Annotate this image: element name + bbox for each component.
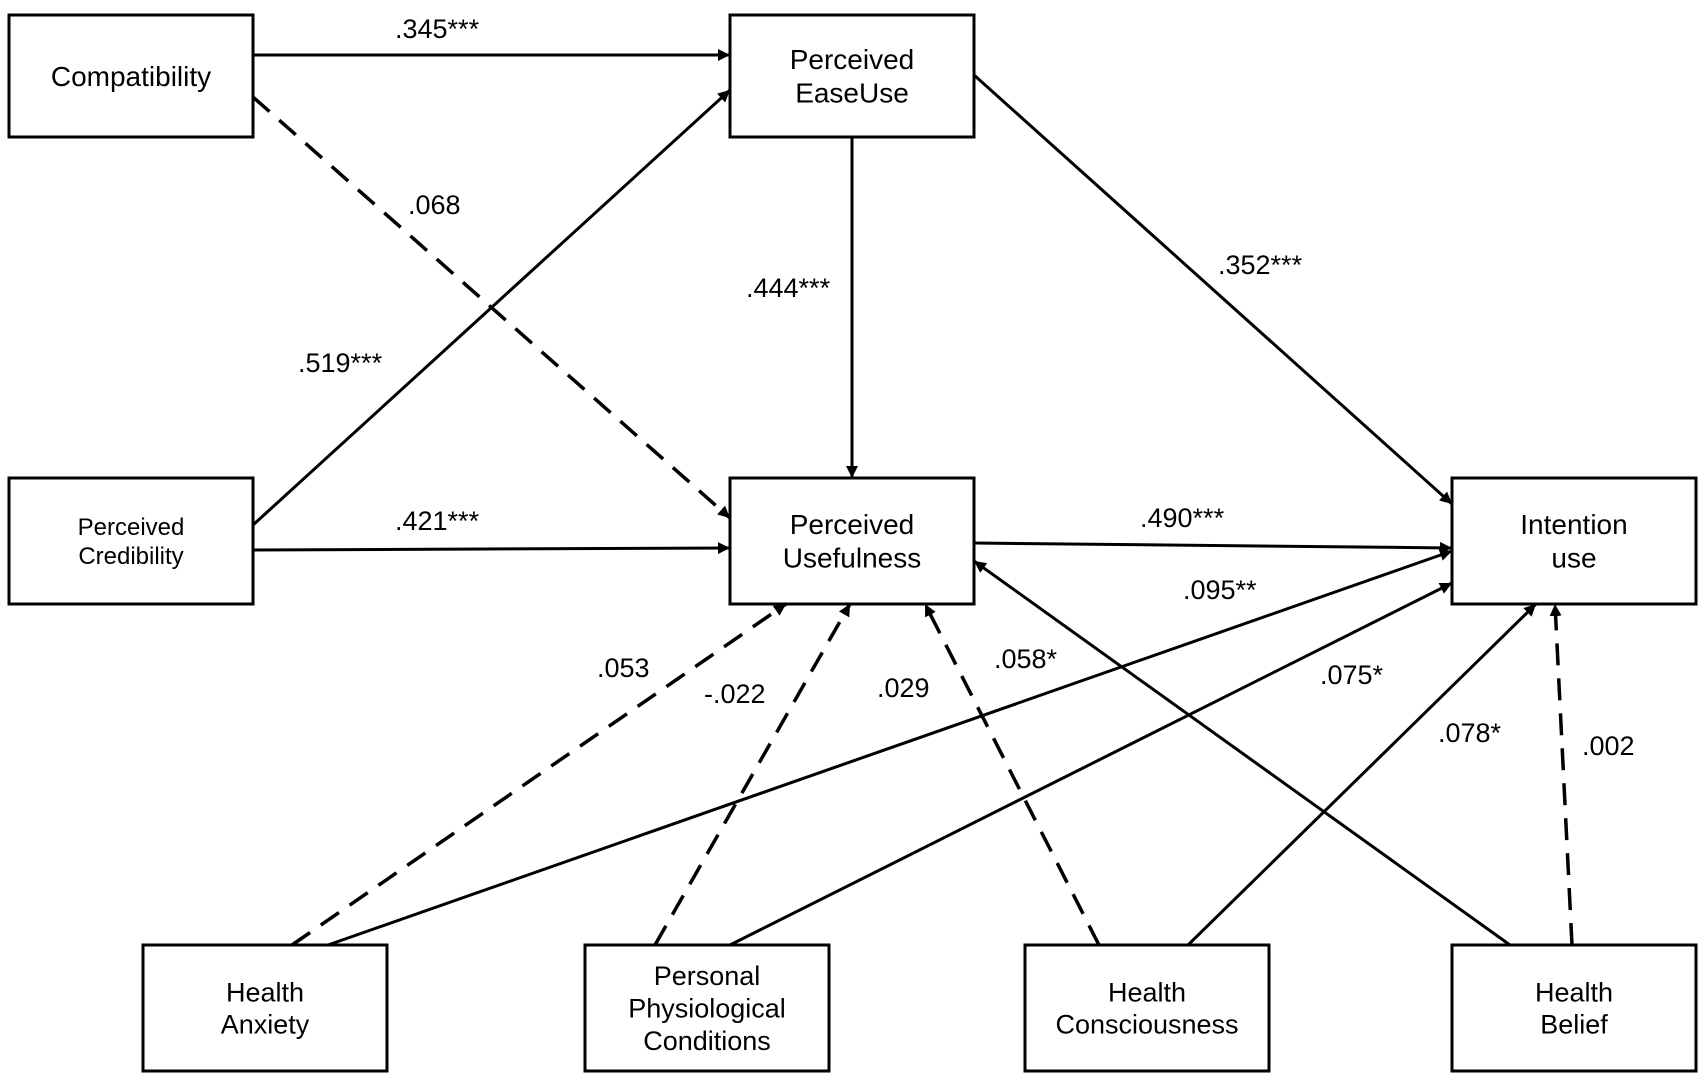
edge-phys-pu-dashed	[653, 603, 852, 946]
node-box-physio	[583, 943, 831, 1073]
node-box-peou	[728, 13, 976, 139]
edge-anx-int-solid	[327, 549, 1453, 947]
edge-label-anx-pu: .053	[597, 653, 650, 683]
edge-anx-pu-dashed	[291, 602, 787, 947]
node-label-credibility-0: Perceived	[78, 514, 185, 541]
edge-label-peou-int: .352***	[1218, 250, 1303, 280]
edge-label-bel-int: .002	[1582, 731, 1635, 761]
node-label-intention-0: Intention	[1520, 509, 1627, 540]
node-box-consciousness	[1023, 943, 1271, 1073]
edge-label-phys-pu: -.022	[704, 679, 766, 709]
edge-label-bel-pu: .058*	[994, 644, 1058, 674]
node-label-physio-2: Conditions	[643, 1026, 771, 1056]
edge-label-anx-int: .095**	[1183, 575, 1257, 605]
edge-cons-int-solid	[1186, 602, 1538, 947]
edge-label-phys-int: .075*	[1320, 660, 1384, 690]
node-label-intention-1: use	[1551, 543, 1596, 574]
node-label-physio-1: Physiological	[628, 993, 786, 1023]
edge-label-cons-int: .078*	[1438, 718, 1502, 748]
edge-label-compat-peou: .345***	[395, 14, 480, 44]
edge-label-cons-pu: .029	[877, 673, 930, 703]
edge-cred-pu-solid	[252, 542, 731, 555]
node-label-physio-0: Personal	[654, 961, 761, 991]
node-box-credibility	[7, 476, 255, 606]
node-label-compatibility-0: Compatibility	[51, 61, 211, 92]
edge-cons-pu-dashed	[923, 603, 1101, 946]
edge-pu-int-solid	[973, 541, 1453, 554]
edge-bel-pu-solid	[973, 559, 1511, 947]
node-label-peou-0: Perceived	[790, 44, 915, 75]
node-label-pu-1: Usefulness	[783, 543, 922, 574]
node-box-anxiety	[141, 943, 389, 1073]
node-compatibility: Compatibility	[7, 13, 255, 139]
node-label-credibility-1: Credibility	[78, 543, 183, 570]
edge-label-peou-pu: .444***	[746, 273, 831, 303]
node-label-anxiety-1: Anxiety	[221, 1010, 310, 1040]
edge-bel-int-dashed	[1549, 603, 1574, 946]
edge-labels-layer: .345*** .068 .519*** .421*** .444*** .352***.…	[298, 14, 1635, 761]
node-label-anxiety-0: Health	[226, 977, 304, 1007]
node-box-compatibility	[7, 13, 255, 139]
nodes-layer: CompatibilityPerceivedEaseUsePerceivedCr…	[7, 13, 1698, 1073]
node-label-pu-0: Perceived	[790, 509, 915, 540]
edge-peou-int-solid	[972, 73, 1454, 506]
node-box-intention	[1450, 476, 1698, 606]
node-box-pu	[728, 476, 976, 606]
edge-label-pu-int: .490***	[1140, 503, 1225, 533]
node-label-peou-1: EaseUse	[795, 78, 909, 109]
node-box-belief	[1450, 943, 1698, 1073]
edge-label-compat-pu: .068	[408, 190, 461, 220]
node-label-belief-1: Belief	[1540, 1010, 1608, 1040]
edge-label-cred-pu: .421***	[395, 506, 480, 536]
edge-phys-int-solid	[729, 581, 1453, 947]
edges-layer	[251, 49, 1574, 947]
node-label-consciousness-0: Health	[1108, 977, 1186, 1007]
node-label-belief-0: Health	[1535, 977, 1613, 1007]
node-label-consciousness-1: Consciousness	[1055, 1010, 1238, 1040]
edge-label-cred-peou: .519***	[298, 348, 383, 378]
edge-cred-peou-solid	[251, 88, 732, 527]
